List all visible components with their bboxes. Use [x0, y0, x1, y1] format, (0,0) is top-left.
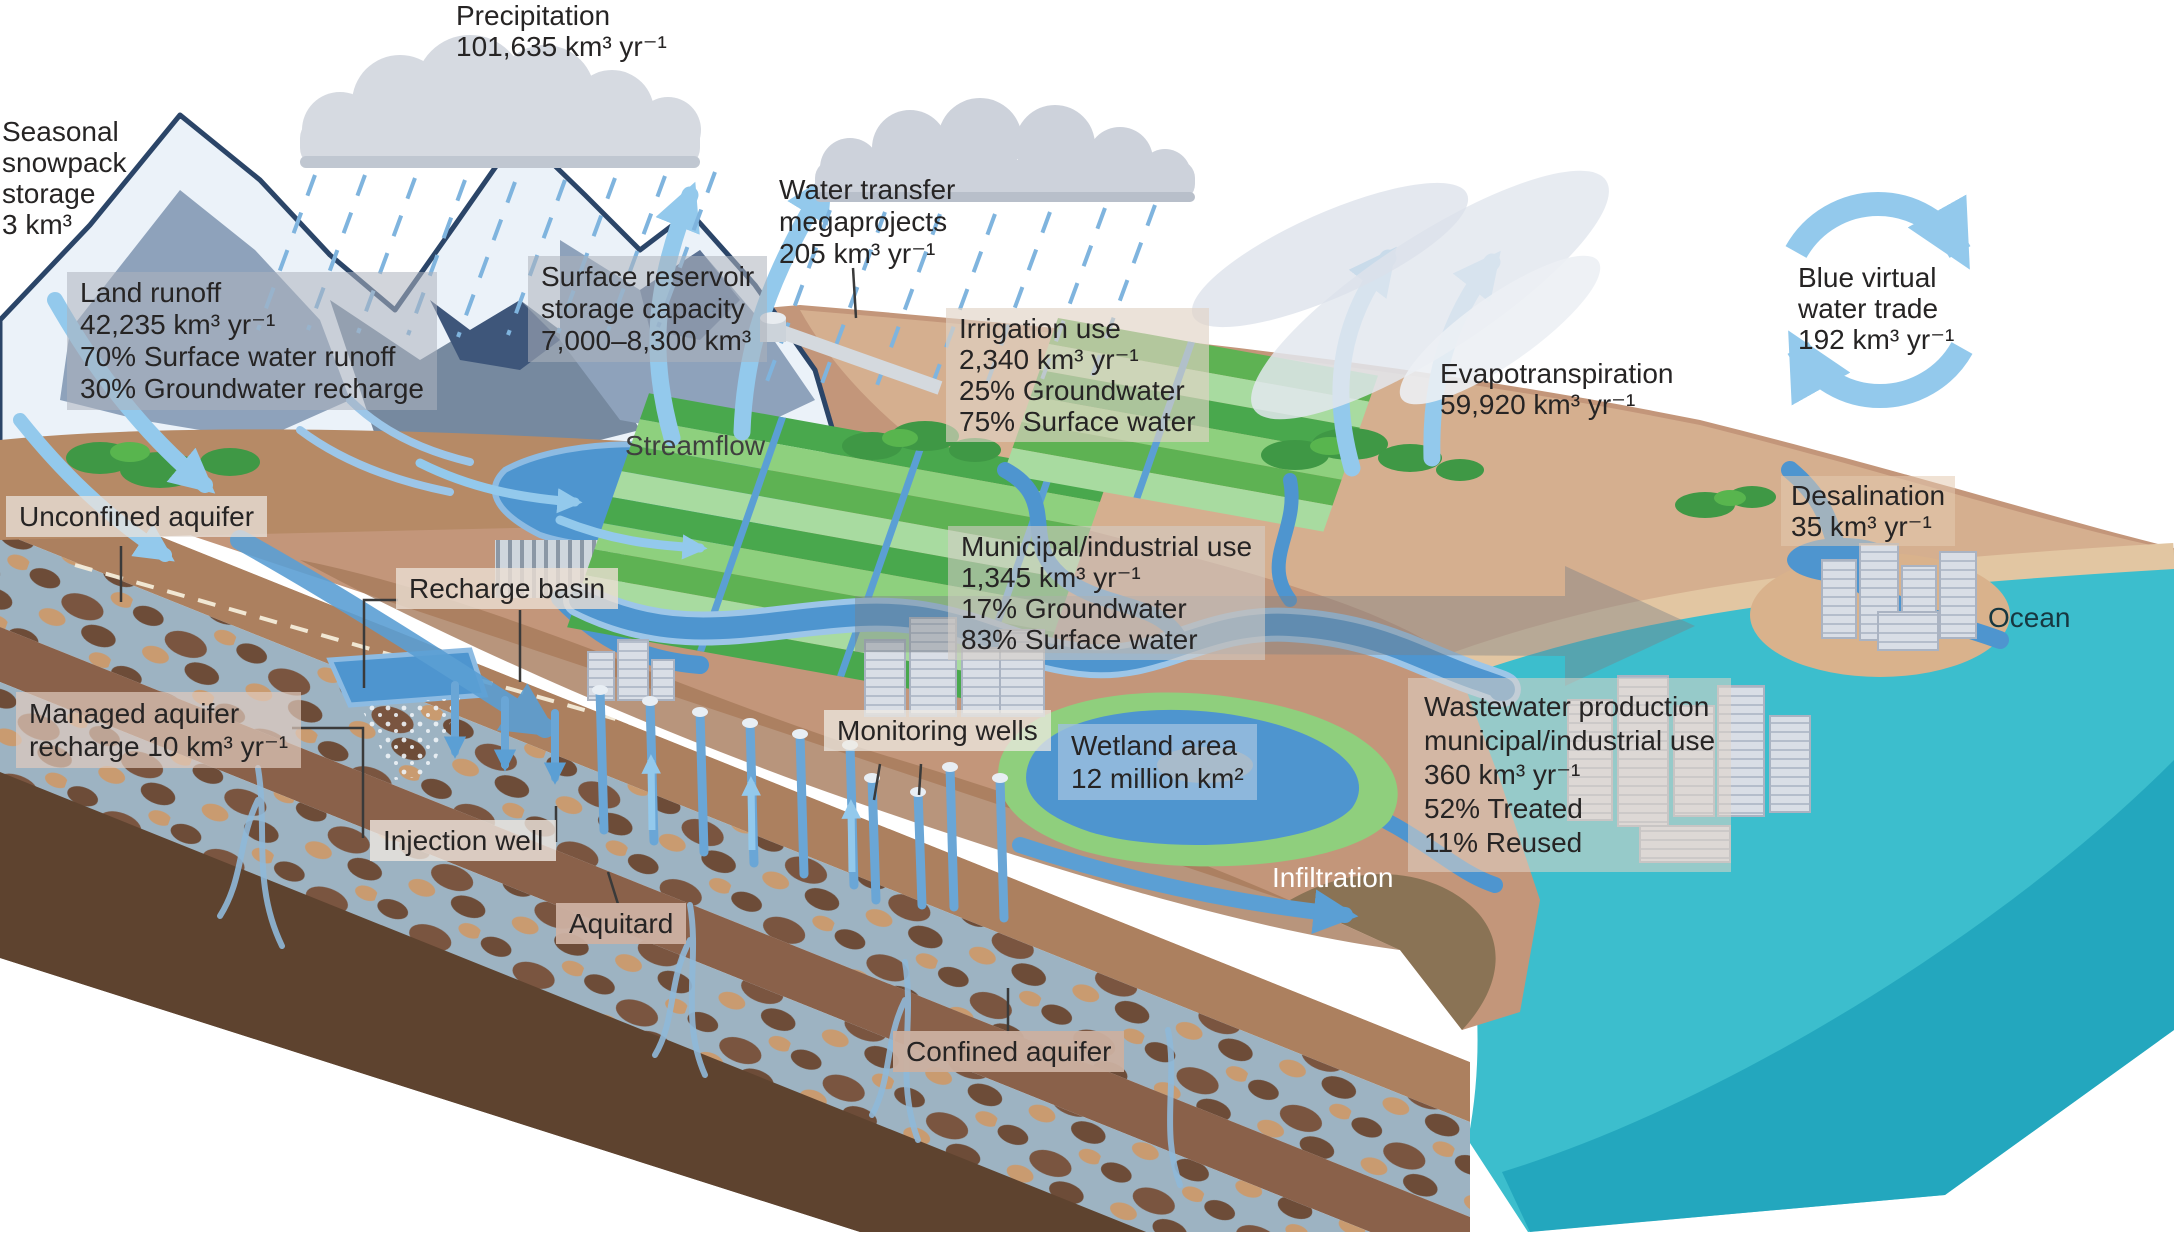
- soil-band: [0, 472, 1470, 1122]
- ocean-side-face: [1502, 760, 2174, 1232]
- label-blue-virtual-water-trade: Blue virtual water trade 192 km³ yr⁻¹: [1798, 262, 1955, 355]
- label-aquitard: Aquitard: [556, 903, 687, 944]
- label-unconfined-aquifer: Unconfined aquifer: [6, 496, 268, 537]
- label-infiltration: Infiltration: [1272, 862, 1394, 893]
- aquitard-band: [0, 627, 1470, 1232]
- label-streamflow: Streamflow: [625, 430, 766, 461]
- label-land-runoff: Land runoff 42,235 km³ yr⁻¹ 70% Surface …: [67, 272, 437, 410]
- leader-water-transfer: [851, 267, 858, 319]
- rain-cloud-icon: [300, 35, 1195, 202]
- recharge-spray: [360, 698, 460, 780]
- label-seasonal-snowpack: Seasonal snowpack storage 3 km³: [2, 116, 127, 240]
- infiltration-arrow: [1012, 837, 1359, 934]
- beach-sand: [1443, 543, 2174, 681]
- trade-cycle-icon: [1785, 192, 1973, 408]
- label-managed-aquifer-recharge: Managed aquifer recharge 10 km³ yr⁻¹: [16, 692, 302, 768]
- label-wetland-area: Wetland area 12 million km²: [1058, 724, 1257, 800]
- label-water-transfer: Water transfer megaprojects 205 km³ yr⁻¹: [779, 174, 956, 269]
- label-desalination: Desalination 35 km³ yr⁻¹: [1781, 476, 1956, 546]
- north-river: [1271, 473, 1299, 607]
- label-precipitation: Precipitation 101,635 km³ yr⁻¹: [456, 0, 667, 62]
- city-desalination: [1821, 543, 1977, 651]
- recharge-down-arrows: [443, 681, 567, 785]
- leader-aquitard: [606, 871, 620, 905]
- label-injection-well: Injection well: [370, 820, 557, 861]
- streamflow-arrow-1: [415, 458, 583, 514]
- evapotranspiration-plume: [1191, 170, 1609, 420]
- well-pipes: [592, 685, 1009, 923]
- label-evapotranspiration: Evapotranspiration 59,920 km³ yr⁻¹: [1440, 358, 1674, 420]
- label-recharge-basin: Recharge basin: [396, 568, 619, 609]
- label-municipal-industrial-use: Municipal/industrial use 1,345 km³ yr⁻¹ …: [948, 526, 1266, 660]
- label-confined-aquifer: Confined aquifer: [893, 1031, 1125, 1072]
- mountain-rock-dark: [430, 300, 560, 370]
- leader-monitoring-well-2: [917, 763, 923, 796]
- leader-injection-well: [292, 726, 365, 838]
- leader-recharge-basin-left: [362, 598, 398, 688]
- label-wastewater-production: Wastewater production municipal/industri…: [1408, 678, 1732, 872]
- label-monitoring-wells: Monitoring wells: [824, 710, 1051, 751]
- well-up-arrows: [641, 754, 862, 873]
- label-surface-reservoir: Surface reservoir storage capacity 7,000…: [528, 256, 768, 362]
- leader-monitoring-well-1: [872, 763, 882, 801]
- streamflow-arrow-2: [555, 515, 708, 560]
- city-small: [587, 639, 675, 701]
- runoff-arrow-2: [13, 413, 175, 562]
- label-ocean: Ocean: [1988, 602, 2071, 633]
- main-river: [569, 589, 1515, 701]
- label-irrigation-use: Irrigation use 2,340 km³ yr⁻¹ 25% Ground…: [946, 308, 1209, 442]
